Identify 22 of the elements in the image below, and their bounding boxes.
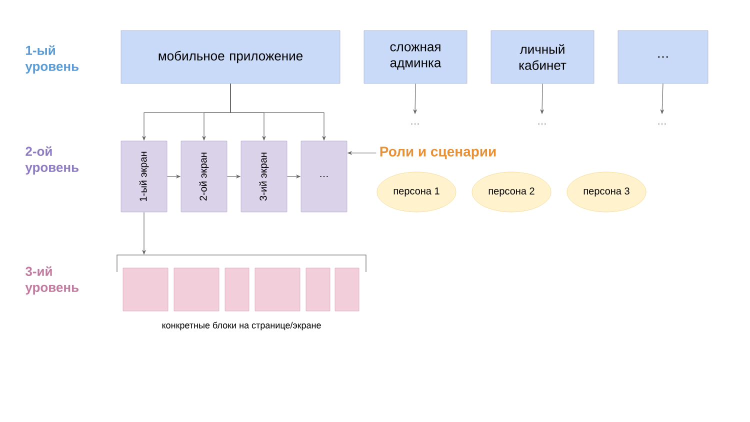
heading-text: Роли и сценарии — [380, 146, 496, 160]
process-box: … — [618, 30, 708, 84]
screen-box: … — [300, 140, 348, 212]
ellipsis-text: … — [658, 123, 666, 125]
block-box — [174, 268, 220, 312]
level-label: 1-ый уровень — [25, 45, 78, 74]
process-box: личный кабинет — [490, 30, 594, 84]
process-box: сложная админка — [364, 30, 468, 84]
ellipsis-text: … — [411, 123, 419, 125]
block-box — [224, 268, 250, 312]
level-label: 3-ий уровень — [25, 266, 78, 295]
ellipsis-text: … — [538, 123, 546, 125]
screen-box: 3-ий экран — [240, 140, 288, 212]
caption-text: конкретные блоки на странице/экране — [162, 322, 321, 330]
block-box — [254, 268, 300, 312]
block-box — [306, 268, 330, 312]
block-box — [334, 268, 360, 312]
process-box: мобильное приложение — [120, 30, 340, 84]
level-label: 2-ой уровень — [25, 146, 78, 175]
screen-box: 1-ый экран — [120, 140, 168, 212]
screen-box: 2-ой экран — [180, 140, 228, 212]
block-box — [122, 268, 168, 312]
